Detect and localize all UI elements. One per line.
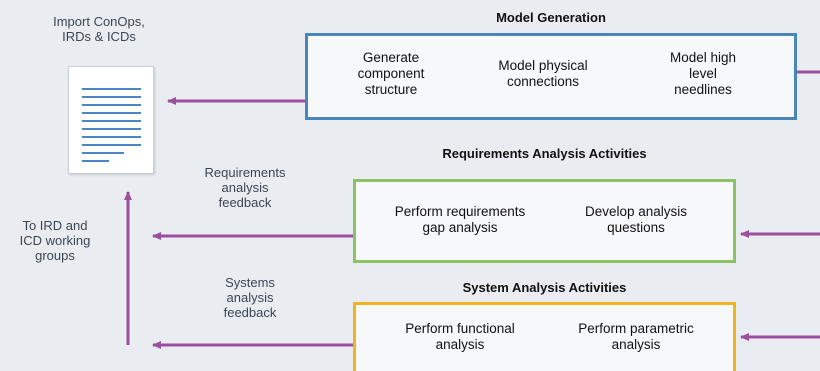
activity-line: Perform parametric bbox=[578, 321, 694, 336]
system-analysis-box: Perform functional analysis Perform para… bbox=[353, 302, 736, 371]
systems-feedback-line-3: feedback bbox=[223, 305, 277, 320]
requirements-analysis-title: Requirements Analysis Activities bbox=[442, 146, 647, 161]
activity-line: connections bbox=[506, 74, 580, 89]
activity-generate-component-structure: Generate component structure bbox=[336, 50, 446, 98]
document-lines bbox=[82, 88, 141, 162]
activity-line: analysis bbox=[435, 337, 485, 352]
requirements-feedback-line-1: Requirements bbox=[204, 165, 286, 180]
activity-line: Model high bbox=[669, 50, 737, 65]
activity-line: Develop analysis bbox=[584, 204, 688, 219]
activity-line: component bbox=[357, 66, 425, 81]
system-analysis-title: System Analysis Activities bbox=[462, 280, 627, 295]
activity-develop-analysis-questions: Develop analysis questions bbox=[561, 204, 711, 236]
working-groups-label: To IRD and ICD working groups bbox=[2, 218, 108, 263]
activity-line: questions bbox=[607, 220, 665, 235]
working-groups-line-2: ICD working bbox=[19, 233, 91, 248]
activity-line: Perform functional bbox=[405, 321, 515, 336]
activity-perform-parametric-analysis: Perform parametric analysis bbox=[556, 321, 716, 353]
activity-perform-requirements-gap-analysis: Perform requirements gap analysis bbox=[370, 204, 550, 236]
model-generation-box: Generate component structure Model physi… bbox=[305, 33, 797, 120]
working-groups-line-3: groups bbox=[35, 248, 75, 263]
import-label-line-1: Import ConOps, bbox=[53, 14, 145, 29]
activity-line: analysis bbox=[611, 337, 661, 352]
requirements-analysis-box: Perform requirements gap analysis Develo… bbox=[353, 179, 736, 263]
requirements-feedback-line-3: feedback bbox=[218, 195, 272, 210]
model-generation-title: Model Generation bbox=[496, 10, 606, 25]
import-label-line-2: IRDs & ICDs bbox=[62, 29, 136, 44]
activity-line: needlines bbox=[674, 82, 732, 97]
document-icon bbox=[68, 66, 154, 174]
activity-line: Model physical bbox=[498, 58, 588, 73]
systems-feedback-line-1: Systems bbox=[225, 275, 275, 290]
systems-feedback-label: Systems analysis feedback bbox=[190, 275, 310, 320]
systems-feedback-line-2: analysis bbox=[226, 290, 274, 305]
activity-line: Perform requirements bbox=[394, 204, 526, 219]
activity-line: gap analysis bbox=[422, 220, 498, 235]
activity-line: level bbox=[689, 66, 717, 81]
activity-line: structure bbox=[364, 82, 418, 97]
working-groups-line-1: To IRD and bbox=[22, 218, 88, 233]
requirements-feedback-label: Requirements analysis feedback bbox=[180, 165, 310, 210]
requirements-feedback-line-2: analysis bbox=[221, 180, 269, 195]
activity-model-high-level-needlines: Model high level needlines bbox=[633, 50, 773, 98]
activity-model-physical-connections: Model physical connections bbox=[478, 58, 608, 90]
activity-line: Generate bbox=[362, 50, 420, 65]
import-label: Import ConOps, IRDs & ICDs bbox=[30, 14, 168, 44]
activity-perform-functional-analysis: Perform functional analysis bbox=[370, 321, 550, 353]
